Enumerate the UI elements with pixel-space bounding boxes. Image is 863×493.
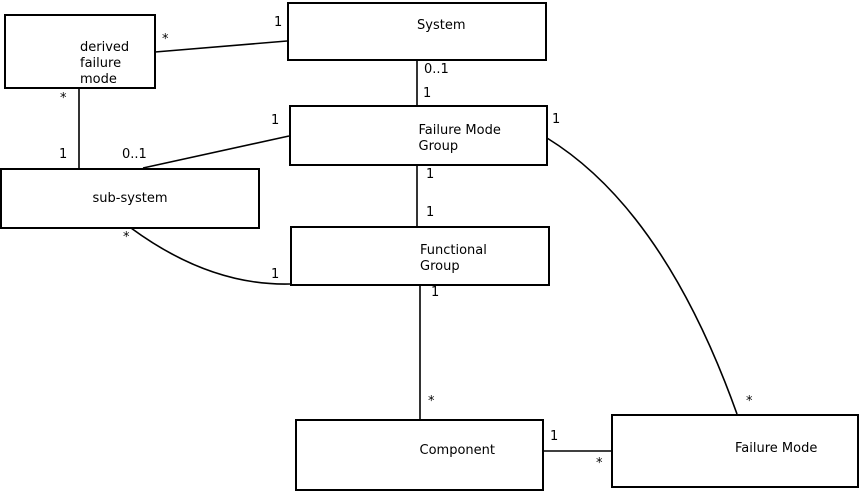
multiplicity-fmgroup-end-of-failuremode-link: 1 [552, 112, 561, 127]
association-line-subsystem-fmgroup [142, 135, 290, 169]
multiplicity-subsystem-end-of-derived-link: 1 [59, 147, 68, 162]
multiplicity-system-end-of-fmgroup-link: 0..1 [424, 62, 449, 77]
class-label-sub-system: sub-system [92, 190, 168, 206]
class-box-system: System [287, 2, 547, 61]
multiplicity-fmgroup-end-of-system-link: 1 [423, 86, 432, 101]
class-label-failure-mode: Failure Mode [735, 441, 818, 456]
class-label-functional-group: Functional Group [420, 243, 487, 274]
multiplicity-failuremode-end-of-component-link: * [596, 456, 603, 471]
multiplicity-component-end-of-fgroup-link: * [428, 394, 435, 409]
class-box-derived-failure-mode: derived failure mode [4, 14, 156, 89]
multiplicity-fmgroup-end-of-subsystem-link: 1 [271, 113, 280, 128]
class-box-failure-mode: Failure Mode [611, 414, 859, 488]
multiplicity-fgroup-end-of-component-link: 1 [431, 285, 440, 300]
multiplicity-fgroup-end-of-subsystem-link: 1 [271, 267, 280, 282]
class-label-component: Component [419, 443, 495, 458]
class-box-functional-group: Functional Group [290, 226, 550, 286]
multiplicity-failuremode-end-of-fmgroup-link: * [746, 394, 753, 409]
class-label-system: System [417, 17, 466, 33]
class-label-failure-mode-group: Failure Mode Group [418, 122, 501, 154]
association-line-fmgroup-failuremode [546, 137, 738, 415]
multiplicity-fmgroup-end-of-fgroup-link: 1 [426, 167, 435, 182]
multiplicity-component-end-of-failuremode-link: 1 [550, 429, 559, 444]
association-line-subsystem-fgroup [130, 227, 291, 285]
class-label-derived-failure-mode: derived failure mode [80, 39, 130, 87]
multiplicity-derived-end-of-subsystem-link: * [60, 91, 67, 106]
class-box-sub-system: sub-system [0, 168, 260, 229]
multiplicity-derived-end-of-system-link: * [162, 32, 169, 47]
association-line-derived-system [154, 40, 288, 53]
multiplicity-subsystem-end-of-fmgroup-link: 0..1 [122, 147, 147, 162]
multiplicity-subsystem-end-of-fgroup-link: * [123, 230, 130, 245]
class-box-failure-mode-group: Failure Mode Group [289, 105, 548, 166]
multiplicity-fgroup-end-of-fmgroup-link: 1 [426, 205, 435, 220]
class-box-component: Component [295, 419, 544, 491]
multiplicity-system-end-of-derived-link: 1 [274, 15, 283, 30]
